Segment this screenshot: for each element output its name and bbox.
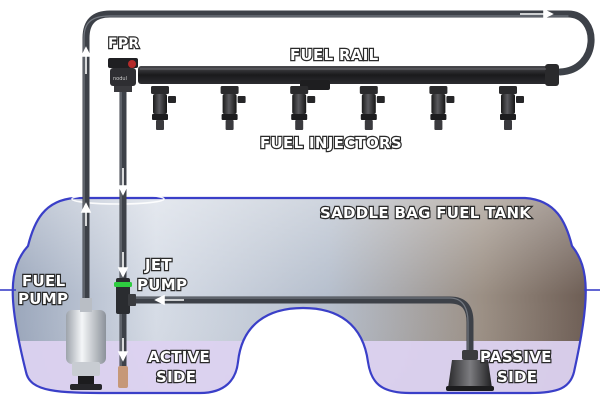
fuel-rail — [138, 64, 559, 90]
diagram-labels: FPR FUEL RAIL FUEL INJECTORS SADDLE BAG … — [17, 35, 553, 387]
fuel-injector — [359, 86, 385, 130]
fuel-lines — [82, 10, 595, 372]
feed-line — [82, 10, 595, 344]
jet-pump-ring — [114, 282, 132, 287]
fuel-injector — [151, 86, 176, 130]
label-saddle-bag-fuel-tank: SADDLE BAG FUEL TANK — [320, 204, 532, 222]
fuel-injectors — [151, 86, 524, 130]
label-passive-side-line1: PASSIVE — [480, 348, 552, 366]
fuel-rail-body — [138, 66, 548, 84]
fuel-pump — [66, 298, 106, 390]
fuel-pressure-regulator: nodul — [108, 58, 138, 92]
label-fuel-pump-line2: PUMP — [18, 290, 68, 308]
fuel-injector — [499, 86, 524, 130]
tank-filler-opening — [71, 193, 165, 205]
return-outlet-nozzle — [118, 366, 128, 388]
fuel-injector — [429, 86, 455, 130]
passive-side-pickup — [446, 350, 494, 391]
arrow-down-return — [117, 168, 129, 196]
tank-outline — [11, 196, 587, 395]
saddle-bag-fuel-tank — [0, 193, 600, 395]
label-passive-side-line2: SIDE — [497, 368, 537, 386]
arrow-right-feed-top — [520, 8, 554, 20]
fuel-injector — [220, 86, 246, 130]
arrow-up-feed — [80, 46, 92, 74]
svg-text:nodul: nodul — [113, 76, 127, 82]
label-fuel-rail: FUEL RAIL — [290, 46, 379, 64]
arrow-down-return-lower — [117, 252, 129, 278]
jet-pump — [114, 278, 136, 388]
fuel-rail-endcap — [545, 64, 559, 86]
label-active-side-line2: SIDE — [156, 368, 196, 386]
label-active-side-line1: ACTIVE — [148, 348, 210, 366]
label-fuel-pump-line1: FUEL — [22, 272, 66, 290]
label-jet-pump-line2: PUMP — [137, 276, 187, 294]
arrow-down-return-bottom — [117, 338, 129, 362]
label-fuel-injectors: FUEL INJECTORS — [260, 134, 402, 152]
arrow-left-suction — [154, 294, 184, 306]
arrow-up-feed-lower — [80, 202, 92, 226]
label-fpr: FPR — [108, 36, 140, 52]
suction-line-highlight — [127, 297, 469, 353]
fuel-injector — [290, 86, 316, 130]
jet-pump-suction-line — [124, 296, 474, 356]
label-jet-pump-line1: JET — [144, 256, 172, 274]
feed-line-highlight — [83, 15, 569, 341]
